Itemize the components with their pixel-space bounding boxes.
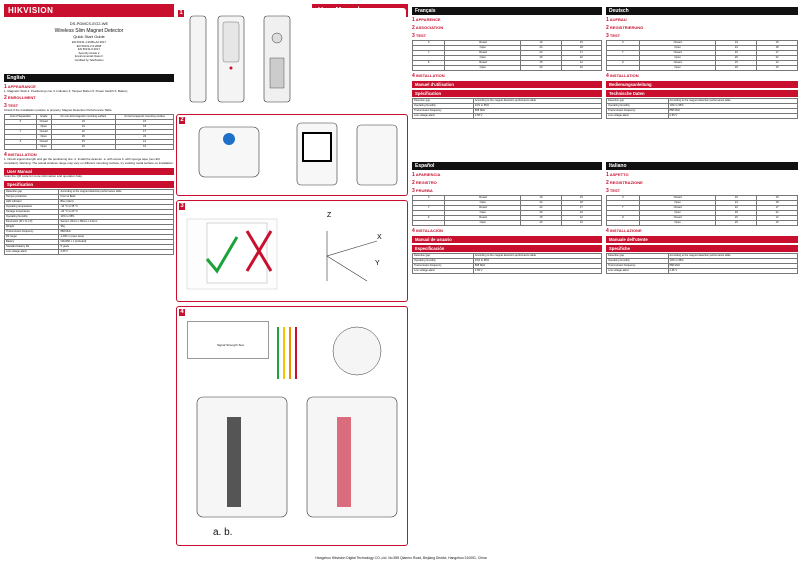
color-bars — [277, 327, 297, 379]
product-title: Wireless Slim Magnet Detector — [54, 28, 124, 34]
lang-title-fr: Français — [412, 7, 602, 15]
detector-drawing — [189, 15, 291, 103]
lang-title-english: English — [4, 73, 174, 82]
appearance-text: 1. Magnetic Stick 2. Positioning Line 3.… — [4, 88, 128, 93]
lang-title-es: Español — [412, 162, 602, 170]
user-manual-heading: User Manual — [4, 167, 174, 175]
test-heading: 3 TEST — [4, 103, 19, 110]
axis-x-label: X — [377, 234, 382, 241]
lang-title-it: Italiano — [606, 162, 798, 170]
figure-ab-label: a. b. — [213, 527, 233, 538]
figures-column: User Manual 1 2 3 — [176, 4, 408, 546]
brand-header: HIKVISION — [4, 4, 174, 17]
axis-y-label: Y — [375, 260, 380, 267]
footer-address: Hangzhou Hikvision Digital Technology CO… — [315, 556, 487, 560]
axis-z-label: Z — [327, 212, 332, 219]
installation-text: 1. Check signal strength and get the pos… — [4, 157, 174, 165]
appearance-heading: 1 APPEARANCE — [4, 83, 36, 90]
german-italian-column: Deutsch 1 AUFBAU 2 REGISTRIERUNG 3 TEST … — [606, 4, 799, 274]
test-drawing: Z X Y — [186, 212, 382, 290]
figure-2-enrollment: 2 — [176, 114, 408, 196]
brand-logo: HIKVISION — [8, 6, 54, 15]
installation-heading: 4 INSTALLATION — [4, 152, 37, 159]
model: DS-PDMCS-EG2-WE — [69, 21, 109, 26]
lang-title-de: Deutsch — [606, 7, 798, 15]
english-column: HIKVISION DS-PDMCS-EG2-WE Wireless Slim … — [3, 4, 174, 255]
signal-strength-label: Signal Strength Test — [217, 343, 244, 347]
test-text: Check if the installation position is pr… — [4, 108, 112, 113]
figure-1-appearance: 1 — [176, 8, 406, 108]
figure-3-test: 3 Z X Y — [176, 200, 408, 302]
cover-block: DS-PDMCS-EG2-WE Wireless Slim Magnet Det… — [4, 21, 174, 63]
french-spanish-column: Français 1 APPARENCE 2 ASSOCIATION 3 TES… — [411, 4, 603, 274]
figure-4-installation: 4 Signal Strength Test a. b. — [176, 306, 408, 546]
standards: EN 50131-1:2006+A2:2017 EN 50131-2-6:200… — [72, 40, 106, 62]
installation-drawing — [196, 326, 398, 518]
guide-title: Quick Start Guide — [73, 34, 105, 39]
spec-heading: Specification — [4, 180, 174, 188]
enrollment-heading: 2 ENROLLMENT — [4, 95, 36, 102]
enrollment-drawing — [198, 122, 398, 186]
user-manual-text: Scan the QR code for more information an… — [4, 173, 83, 178]
